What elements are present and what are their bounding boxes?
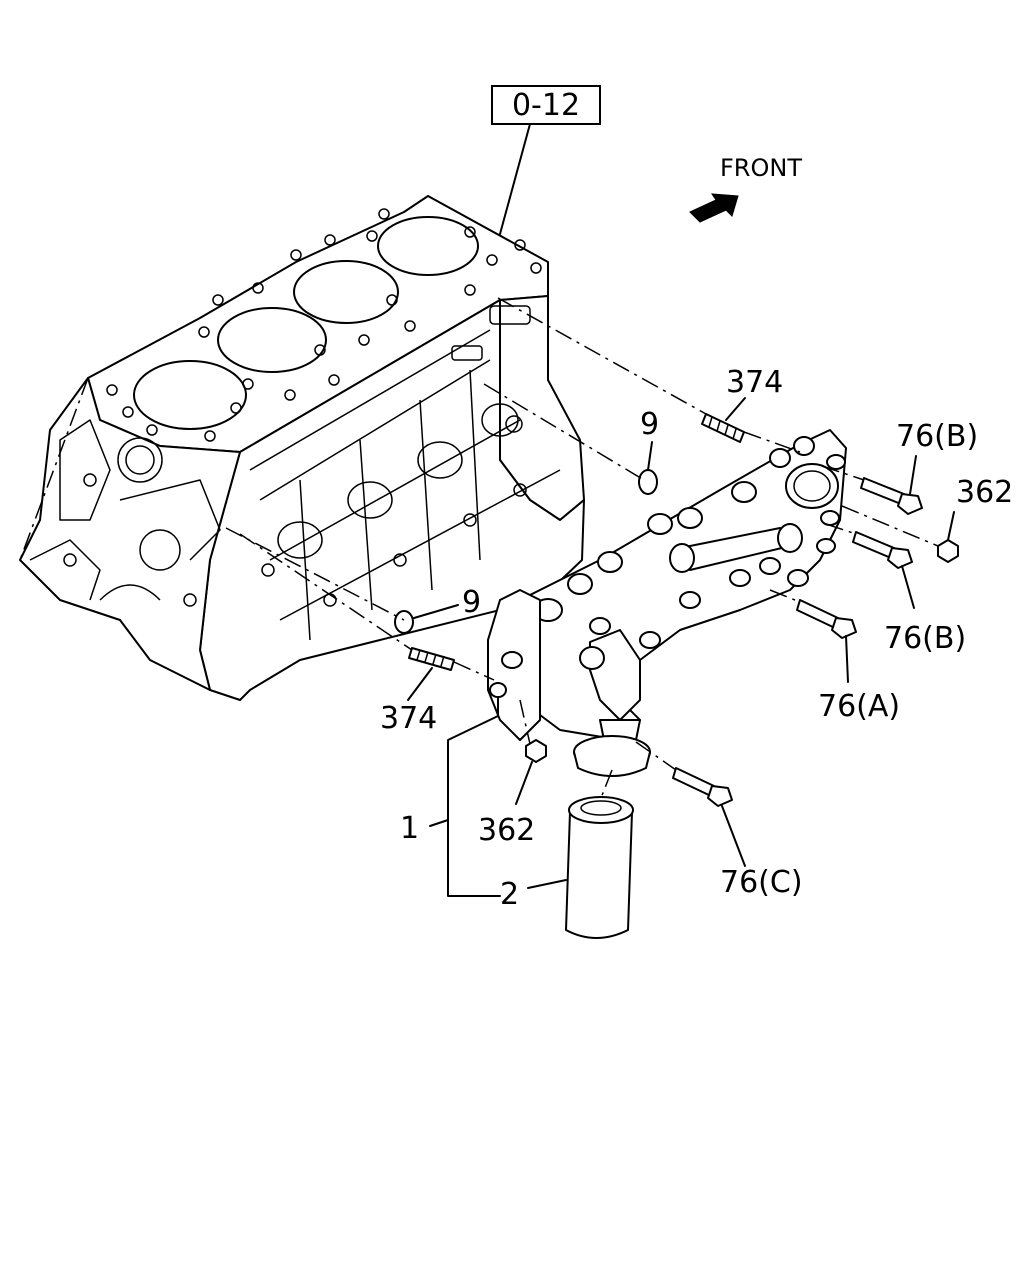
callout-76b-lower: 76(B) [884,621,966,656]
oil-filter[interactable] [565,796,634,939]
callout-9-upper: 9 [640,407,659,442]
bolt-b-lower[interactable] [852,531,913,569]
oring-lower[interactable] [394,610,414,634]
front-arrow-icon [689,193,739,223]
callout-76b-upper: 76(B) [896,419,978,454]
bolt-b-upper[interactable] [860,477,923,515]
bolt-c[interactable] [672,767,733,807]
callout-76c: 76(C) [720,865,803,900]
front-label: FRONT [720,154,802,182]
reference-box[interactable]: 0-12 [491,85,601,125]
nut-lower[interactable] [525,739,547,763]
callout-labels: 374 9 9 374 76(B) 362 76(B) 76(A) 362 76… [380,365,1013,912]
oring-upper[interactable] [638,469,658,495]
callout-362-upper: 362 [956,475,1013,510]
callout-2: 2 [500,877,519,912]
callout-9-lower: 9 [462,585,481,620]
engine-block [19,195,585,701]
callout-1: 1 [400,811,419,846]
nut-upper[interactable] [937,539,959,563]
callout-374-lower: 374 [380,701,437,736]
callout-362-lower: 362 [478,813,535,848]
callout-76a: 76(A) [818,689,900,724]
oil-cooler-housing[interactable] [487,429,847,777]
stud-lower[interactable] [408,647,455,671]
reference-box-label: 0-12 [512,88,580,123]
assembly-lines [225,297,939,799]
stud-upper[interactable] [701,413,745,443]
front-indicator: FRONT [689,154,802,223]
reference-leader [499,123,531,235]
bolt-a[interactable] [796,599,857,639]
callout-374-upper: 374 [726,365,783,400]
leader-lines [407,397,955,897]
